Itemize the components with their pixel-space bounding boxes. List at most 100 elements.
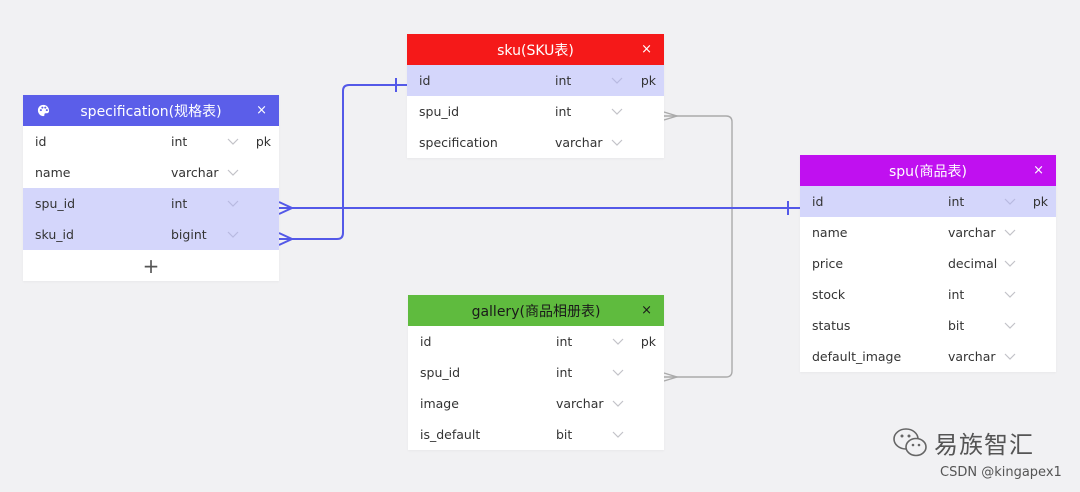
field-name: id bbox=[35, 134, 47, 149]
watermark: 易族智汇 bbox=[890, 422, 1034, 462]
table-specification[interactable]: specification(规格表) × id int pk name varc… bbox=[23, 95, 279, 281]
chevron-down-icon[interactable] bbox=[1004, 227, 1016, 237]
field-row[interactable]: id int pk bbox=[407, 65, 664, 96]
field-name: image bbox=[420, 396, 459, 411]
field-type: int bbox=[948, 194, 965, 209]
field-name: stock bbox=[812, 287, 846, 302]
field-type: bigint bbox=[171, 227, 207, 242]
field-type: bit bbox=[948, 318, 965, 333]
field-name: sku_id bbox=[35, 227, 74, 242]
close-icon[interactable]: × bbox=[641, 303, 652, 318]
field-type: varchar bbox=[171, 165, 219, 180]
field-row[interactable]: id int pk bbox=[408, 326, 664, 357]
table-spu[interactable]: spu(商品表) × id int pk name varchar price … bbox=[800, 155, 1056, 372]
field-name: status bbox=[812, 318, 851, 333]
field-name: spu_id bbox=[35, 196, 76, 211]
field-type: int bbox=[948, 287, 965, 302]
chevron-down-icon[interactable] bbox=[612, 367, 624, 377]
chevron-down-icon[interactable] bbox=[1004, 320, 1016, 330]
primary-key-badge: pk bbox=[640, 73, 656, 88]
field-row[interactable]: price decimal bbox=[800, 248, 1056, 279]
watermark-name: 易族智汇 bbox=[934, 430, 1034, 459]
palette-icon[interactable] bbox=[37, 104, 50, 117]
field-row[interactable]: default_image varchar bbox=[800, 341, 1056, 372]
field-row[interactable]: stock int bbox=[800, 279, 1056, 310]
field-type: int bbox=[555, 104, 572, 119]
primary-key-badge: pk bbox=[255, 134, 271, 149]
close-icon[interactable]: × bbox=[1033, 163, 1044, 178]
table-header[interactable]: specification(规格表) × bbox=[23, 95, 279, 126]
crowfoot-sku-spu_id bbox=[663, 111, 680, 121]
field-row[interactable]: specification varchar bbox=[407, 127, 664, 158]
chevron-down-icon[interactable] bbox=[227, 229, 239, 239]
chevron-down-icon[interactable] bbox=[611, 75, 623, 85]
field-type: varchar bbox=[948, 225, 996, 240]
link-spec-sku_id-to-sku-id bbox=[279, 84, 408, 240]
field-row[interactable]: spu_id int bbox=[407, 96, 664, 127]
field-type: decimal bbox=[948, 256, 998, 271]
crowfoot-gallery-spu_id bbox=[663, 372, 680, 382]
field-name: is_default bbox=[420, 427, 481, 442]
field-name: default_image bbox=[812, 349, 902, 364]
field-row[interactable]: id int pk bbox=[23, 126, 279, 157]
field-row[interactable]: spu_id int bbox=[23, 188, 279, 219]
field-type: int bbox=[556, 334, 573, 349]
field-name: price bbox=[812, 256, 844, 271]
field-name: spu_id bbox=[419, 104, 460, 119]
field-row[interactable]: is_default bit bbox=[408, 419, 664, 450]
chevron-down-icon[interactable] bbox=[227, 167, 239, 177]
chevron-down-icon[interactable] bbox=[1004, 289, 1016, 299]
crowfoot-spec-spu_id bbox=[278, 201, 295, 215]
table-header[interactable]: spu(商品表) × bbox=[800, 155, 1056, 186]
chevron-down-icon[interactable] bbox=[612, 398, 624, 408]
field-type: varchar bbox=[555, 135, 603, 150]
primary-key-badge: pk bbox=[640, 334, 656, 349]
chevron-down-icon[interactable] bbox=[227, 198, 239, 208]
wechat-icon bbox=[893, 428, 927, 457]
table-title: specification(规格表) bbox=[80, 103, 222, 120]
field-name: specification bbox=[419, 135, 498, 150]
field-type: bit bbox=[556, 427, 573, 442]
field-name: id bbox=[420, 334, 432, 349]
add-field-button[interactable]: + bbox=[142, 253, 160, 278]
field-row[interactable]: sku_id bigint bbox=[23, 219, 279, 250]
chevron-down-icon[interactable] bbox=[611, 106, 623, 116]
field-row[interactable]: id int pk bbox=[800, 186, 1056, 217]
chevron-down-icon[interactable] bbox=[227, 136, 239, 146]
table-title: gallery(商品相册表) bbox=[471, 303, 601, 320]
table-sku[interactable]: sku(SKU表) × id int pk spu_id int specifi… bbox=[407, 34, 664, 158]
field-type: int bbox=[556, 365, 573, 380]
chevron-down-icon[interactable] bbox=[612, 429, 624, 439]
field-name: id bbox=[812, 194, 824, 209]
field-name: name bbox=[812, 225, 848, 240]
table-title: spu(商品表) bbox=[889, 163, 967, 180]
chevron-down-icon[interactable] bbox=[1004, 351, 1016, 361]
field-name: id bbox=[419, 73, 431, 88]
close-icon[interactable]: × bbox=[641, 42, 652, 57]
table-title: sku(SKU表) bbox=[497, 42, 574, 59]
chevron-down-icon[interactable] bbox=[612, 336, 624, 346]
field-row[interactable]: image varchar bbox=[408, 388, 664, 419]
field-type: int bbox=[555, 73, 572, 88]
field-type: varchar bbox=[556, 396, 604, 411]
crowfoot-spec-sku_id bbox=[278, 232, 295, 246]
table-header[interactable]: sku(SKU表) × bbox=[407, 34, 664, 65]
table-header[interactable]: gallery(商品相册表) × bbox=[408, 295, 664, 326]
field-type: int bbox=[171, 134, 188, 149]
field-type: int bbox=[171, 196, 188, 211]
field-row[interactable]: name varchar bbox=[800, 217, 1056, 248]
table-gallery[interactable]: gallery(商品相册表) × id int pk spu_id int im… bbox=[408, 295, 664, 450]
field-name: spu_id bbox=[420, 365, 461, 380]
close-icon[interactable]: × bbox=[256, 103, 267, 118]
link-sku-gallery-spu bbox=[664, 115, 733, 378]
field-row[interactable]: spu_id int bbox=[408, 357, 664, 388]
field-row[interactable]: status bit bbox=[800, 310, 1056, 341]
field-type: varchar bbox=[948, 349, 996, 364]
field-row[interactable]: name varchar bbox=[23, 157, 279, 188]
watermark-source: CSDN @kingapex1 bbox=[940, 465, 1062, 480]
primary-key-badge: pk bbox=[1032, 194, 1048, 209]
chevron-down-icon[interactable] bbox=[1004, 258, 1016, 268]
field-name: name bbox=[35, 165, 71, 180]
chevron-down-icon[interactable] bbox=[1004, 196, 1016, 206]
chevron-down-icon[interactable] bbox=[611, 137, 623, 147]
